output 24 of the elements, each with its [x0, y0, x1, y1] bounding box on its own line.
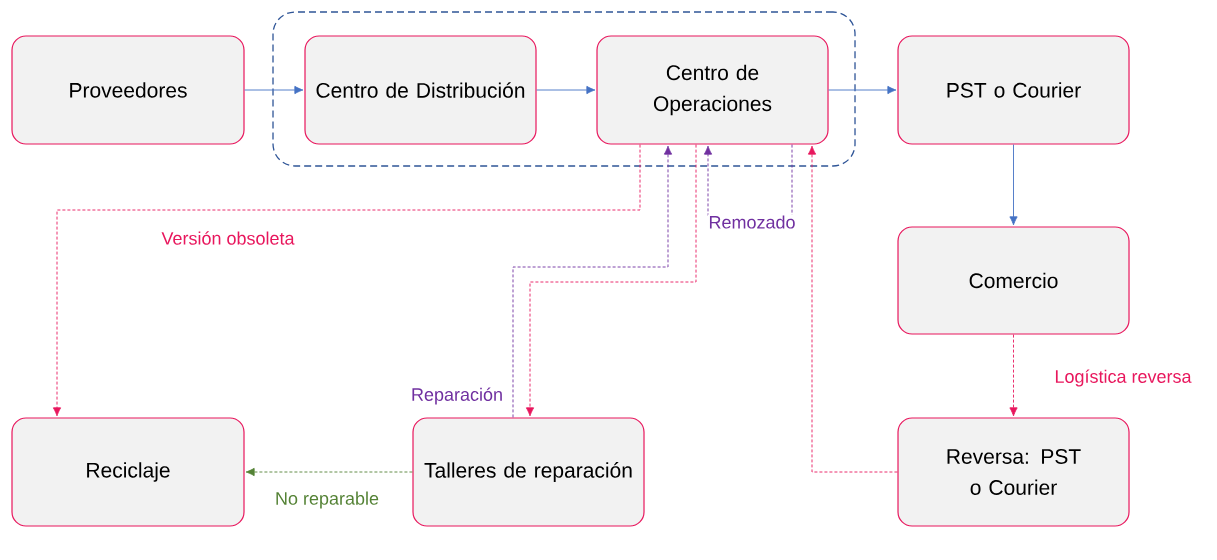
process-box: Talleres de reparación — [412, 417, 645, 527]
arrow — [1009, 144, 1018, 226]
process-box: Reversa: PST o Courier — [897, 417, 1130, 527]
process-box: Proveedores — [11, 35, 245, 145]
process-box: Centro de Distribución — [304, 35, 537, 145]
arrow — [1009, 334, 1018, 417]
edge-label: Logística reversa — [1053, 368, 1193, 388]
arrow — [525, 144, 697, 417]
arrow — [536, 85, 596, 95]
arrow — [52, 144, 641, 417]
arrow — [245, 467, 413, 477]
group-outline — [272, 11, 856, 167]
edge-label: Reparación — [410, 386, 505, 406]
process-box: PST o Courier — [897, 35, 1130, 145]
process-box: Reciclaje — [11, 417, 245, 527]
edge-label: Versión obsoleta — [160, 230, 296, 246]
process-box: Comercio — [897, 226, 1130, 335]
edge-label: No reparable — [274, 490, 381, 510]
edge-label: Remozado — [707, 214, 797, 230]
arrow — [512, 145, 673, 418]
arrow — [807, 145, 898, 473]
process-box: Centro de Operaciones — [596, 35, 829, 145]
arrow — [828, 85, 897, 95]
arrow — [244, 85, 304, 95]
